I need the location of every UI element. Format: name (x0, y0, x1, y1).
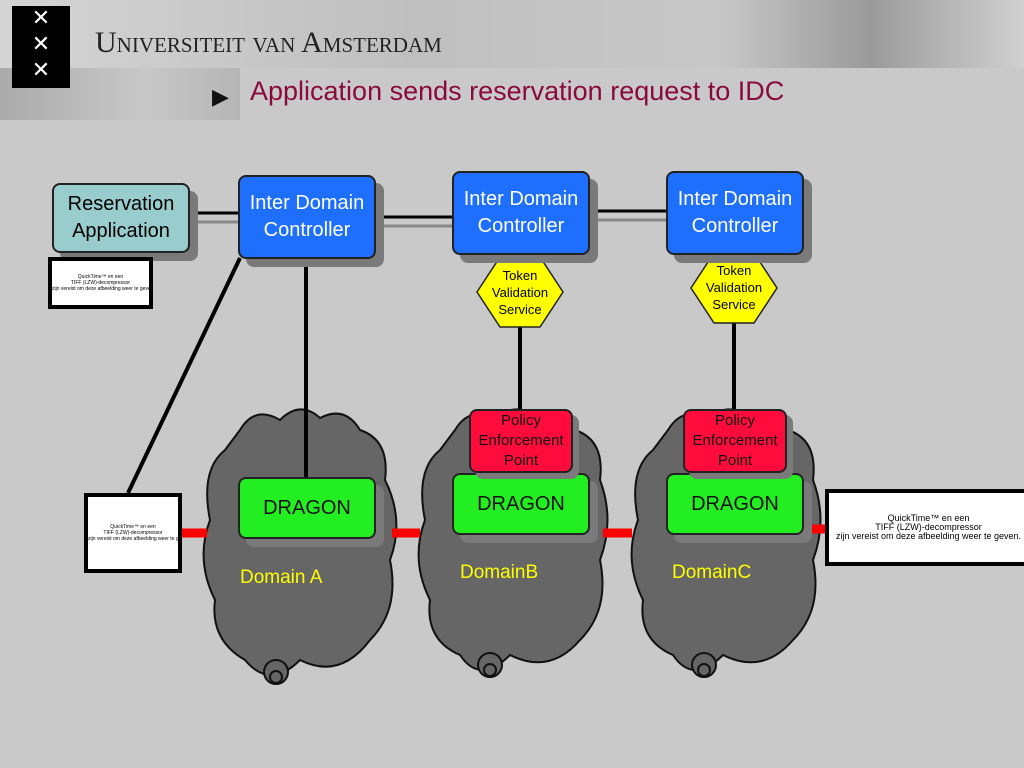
dragon-box-b: DRAGON (452, 473, 590, 535)
token-hexagon-1 (476, 256, 564, 328)
idc-box-b: Inter Domain Controller (452, 171, 590, 255)
qt-line: TIFF (LZW)-decompressor (70, 280, 131, 286)
qt-line: QuickTime™ en een (887, 513, 970, 523)
uva-logo: ✕✕✕ (12, 6, 70, 88)
qt-line: zijn vereist om deze afbeelding weer te … (88, 536, 182, 542)
idc-box-c: Inter Domain Controller (666, 171, 804, 255)
qt-line: zijn vereist om deze afbeelding weer te … (52, 286, 153, 292)
dragon-box-a: DRAGON (238, 477, 376, 539)
idc-box-a: Inter Domain Controller (238, 175, 376, 259)
pep-box-c: Policy Enforcement Point (683, 409, 787, 473)
domain-b-label: DomainB (460, 562, 539, 583)
cloud-domain-a (202, 408, 398, 676)
bullet-arrow-icon: ▶ (212, 84, 229, 109)
qt-line: QuickTime™ en een (110, 524, 156, 530)
token-validation-label-c: Token Validation Service (705, 263, 763, 312)
dragon-box-c: DRAGON (666, 473, 804, 535)
slide-title: Application sends reservation request to… (250, 76, 785, 106)
header-banner (0, 0, 1024, 68)
qt-line: TIFF (LZW)-decompressor (875, 522, 982, 532)
reservation-application-box: Reservation Application (52, 183, 190, 253)
university-name: Universiteit van Amsterdam (95, 26, 442, 59)
qt-line: TIFF (LZW)-decompressor (103, 530, 163, 536)
pep-box-b: Policy Enforcement Point (469, 409, 573, 473)
qt-line: QuickTime™ en een (77, 274, 124, 280)
domain-c-label: DomainC (672, 562, 752, 583)
qt-line: zijn vereist om deze afbeelding weer te … (835, 531, 1022, 541)
token-validation-label-b: Token Validation Service (491, 268, 549, 317)
domain-a-label: Domain A (240, 567, 323, 588)
